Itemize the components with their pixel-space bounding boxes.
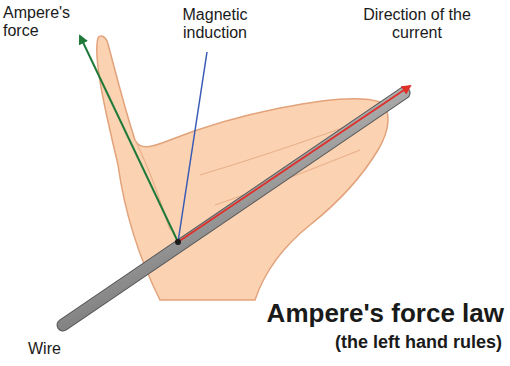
current-label: Direction of the current: [352, 6, 482, 43]
current-arrow: [178, 86, 410, 242]
hand-shape: [97, 36, 388, 300]
wire-label: Wire: [28, 340, 88, 358]
force-arrow: [80, 36, 178, 242]
wire-outline: [63, 93, 404, 325]
induction-label: Magnetic induction: [160, 6, 270, 43]
wire: [63, 93, 404, 325]
thumb-crease: [135, 140, 170, 230]
induction-line: [178, 52, 207, 242]
subtitle: (the left hand rules): [242, 332, 502, 353]
title: Ampere's force law: [204, 299, 504, 329]
contact-point: [175, 239, 181, 245]
force-label: Ampere's force: [3, 4, 78, 41]
